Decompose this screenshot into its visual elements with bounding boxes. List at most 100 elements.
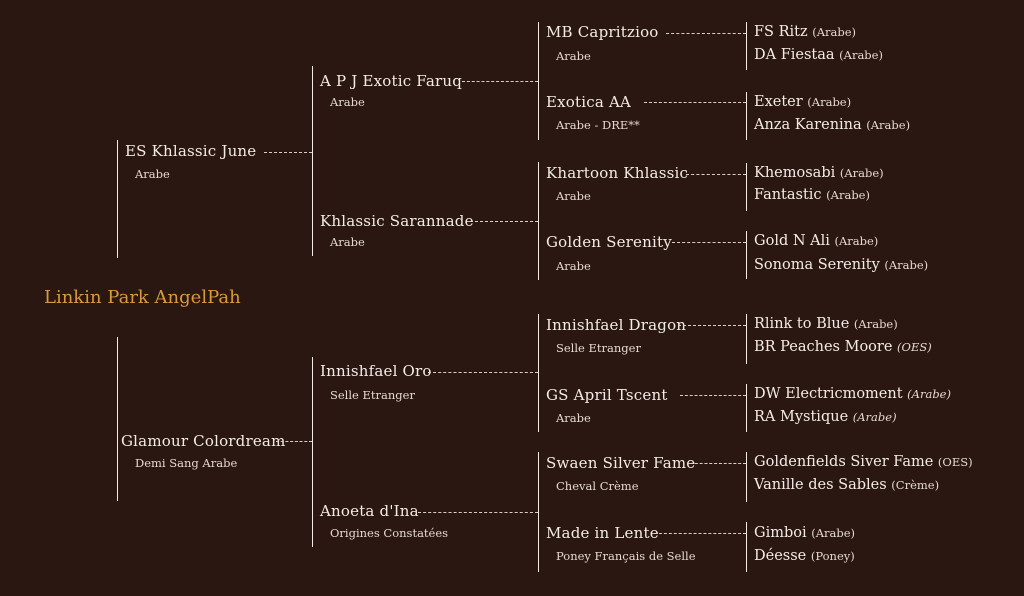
dam-breed: Demi Sang Arabe: [135, 456, 238, 470]
dam-name[interactable]: Glamour Colordream: [121, 432, 286, 450]
connector-line: [264, 152, 312, 153]
g4-entry-6[interactable]: Fantastic (Arabe): [754, 186, 870, 204]
g4-name: Vanille des Sables: [754, 477, 887, 493]
g4-name: Sonoma Serenity: [754, 257, 880, 273]
g4-breed: (OES): [897, 340, 932, 354]
g3-name-4[interactable]: Golden Serenity: [546, 233, 672, 251]
bracket-line: [312, 357, 313, 547]
bracket-line: [117, 337, 118, 501]
connector-line: [428, 372, 538, 373]
g3-name-5[interactable]: Innishfael Dragon: [546, 316, 687, 334]
bracket-line: [746, 22, 747, 70]
g4-entry-4[interactable]: Anza Karenina (Arabe): [754, 116, 910, 134]
bracket-line: [746, 522, 747, 572]
g4-breed: (Poney): [810, 549, 855, 563]
g4-entry-12[interactable]: RA Mystique (Arabe): [754, 408, 897, 426]
g4-name: Exeter: [754, 94, 803, 110]
g4-breed: (Arabe): [826, 188, 870, 202]
bracket-line: [538, 452, 539, 572]
g3-breed-1: Arabe: [556, 49, 591, 63]
sire-dam-name[interactable]: Khlassic Sarannade: [320, 212, 474, 230]
g3-name-8[interactable]: Made in Lente: [546, 524, 659, 542]
connector-line: [666, 33, 746, 34]
g4-name: Anza Karenina: [754, 117, 862, 133]
connector-line: [680, 395, 746, 396]
g4-breed: (Arabe): [812, 25, 857, 39]
g4-breed: (Arabe): [907, 387, 951, 401]
g3-breed-3: Arabe: [556, 189, 591, 203]
g4-entry-8[interactable]: Sonoma Serenity (Arabe): [754, 256, 928, 274]
bracket-line: [117, 140, 118, 258]
g4-name: Fantastic: [754, 187, 822, 203]
connector-line: [686, 174, 746, 175]
g4-breed: (Arabe): [852, 410, 897, 424]
bracket-line: [746, 231, 747, 279]
g4-entry-11[interactable]: DW Electricmoment (Arabe): [754, 385, 951, 403]
g3-name-6[interactable]: GS April Tscent: [546, 386, 668, 404]
g4-name: Rlink to Blue: [754, 316, 850, 332]
g3-breed-6: Arabe: [556, 411, 591, 425]
bracket-line: [538, 22, 539, 140]
g4-entry-7[interactable]: Gold N Ali (Arabe): [754, 232, 878, 250]
g4-breed: (Arabe): [839, 166, 884, 180]
g4-name: Goldenfields Siver Fame: [754, 454, 934, 470]
g4-entry-1[interactable]: FS Ritz (Arabe): [754, 23, 856, 41]
g4-breed: (Arabe): [853, 317, 898, 331]
connector-line: [678, 325, 746, 326]
g4-entry-3[interactable]: Exeter (Arabe): [754, 93, 851, 111]
dam-dam-name[interactable]: Anoeta d'Ina: [320, 502, 419, 520]
g4-name: DW Electricmoment: [754, 386, 903, 402]
connector-line: [654, 533, 746, 534]
g4-entry-9[interactable]: Rlink to Blue (Arabe): [754, 315, 898, 333]
g4-entry-14[interactable]: Vanille des Sables (Crème): [754, 476, 939, 494]
g4-breed: (Arabe): [811, 526, 856, 540]
g4-breed: (Arabe): [866, 118, 911, 132]
g4-breed: (Arabe): [834, 234, 879, 248]
dam-sire-name[interactable]: Innishfael Oro: [320, 362, 432, 380]
g4-name: RA Mystique: [754, 409, 849, 425]
g3-breed-7: Cheval Crème: [556, 479, 639, 493]
connector-line: [462, 81, 538, 82]
connector-line: [672, 242, 746, 243]
connector-line: [644, 102, 746, 103]
g4-entry-15[interactable]: Gimboi (Arabe): [754, 524, 855, 542]
g3-breed-4: Arabe: [556, 259, 591, 273]
g3-name-1[interactable]: MB Capritzioo: [546, 23, 659, 41]
dam-dam-breed: Origines Constatées: [330, 526, 449, 540]
g4-entry-16[interactable]: Déesse (Poney): [754, 547, 855, 565]
bracket-line: [312, 66, 313, 256]
g3-breed-2: Arabe - DRE**: [556, 118, 640, 132]
bracket-line: [746, 384, 747, 432]
g3-name-3[interactable]: Khartoon Khlassic: [546, 164, 689, 182]
g4-name: Khemosabi: [754, 165, 836, 181]
g4-entry-5[interactable]: Khemosabi (Arabe): [754, 164, 884, 182]
g4-name: Déesse: [754, 548, 807, 564]
g3-name-7[interactable]: Swaen Silver Fame: [546, 454, 696, 472]
foal-name[interactable]: Linkin Park AngelPah: [44, 287, 241, 308]
g4-name: Gimboi: [754, 525, 807, 541]
sire-name[interactable]: ES Khlassic June: [125, 142, 257, 160]
connector-line: [470, 221, 538, 222]
g3-breed-8: Poney Français de Selle: [556, 549, 696, 563]
g4-name: FS Ritz: [754, 24, 808, 40]
g4-name: DA Fiestaa: [754, 47, 835, 63]
bracket-line: [538, 314, 539, 432]
sire-breed: Arabe: [135, 167, 170, 181]
g3-name-2[interactable]: Exotica AA: [546, 93, 632, 111]
g4-entry-13[interactable]: Goldenfields Siver Fame (OES): [754, 453, 973, 471]
sire-sire-breed: Arabe: [330, 95, 365, 109]
g4-breed: (Crème): [891, 478, 940, 492]
dam-sire-breed: Selle Etranger: [330, 388, 415, 402]
g4-name: Gold N Ali: [754, 233, 830, 249]
g4-entry-2[interactable]: DA Fiestaa (Arabe): [754, 46, 883, 64]
g3-breed-5: Selle Etranger: [556, 341, 641, 355]
sire-sire-name[interactable]: A P J Exotic Faruq: [320, 72, 463, 90]
bracket-line: [746, 163, 747, 211]
g4-name: BR Peaches Moore: [754, 339, 893, 355]
bracket-line: [538, 162, 539, 280]
g4-entry-10[interactable]: BR Peaches Moore (OES): [754, 338, 932, 356]
connector-line: [276, 441, 312, 442]
bracket-line: [746, 452, 747, 502]
g4-breed: (Arabe): [807, 95, 852, 109]
